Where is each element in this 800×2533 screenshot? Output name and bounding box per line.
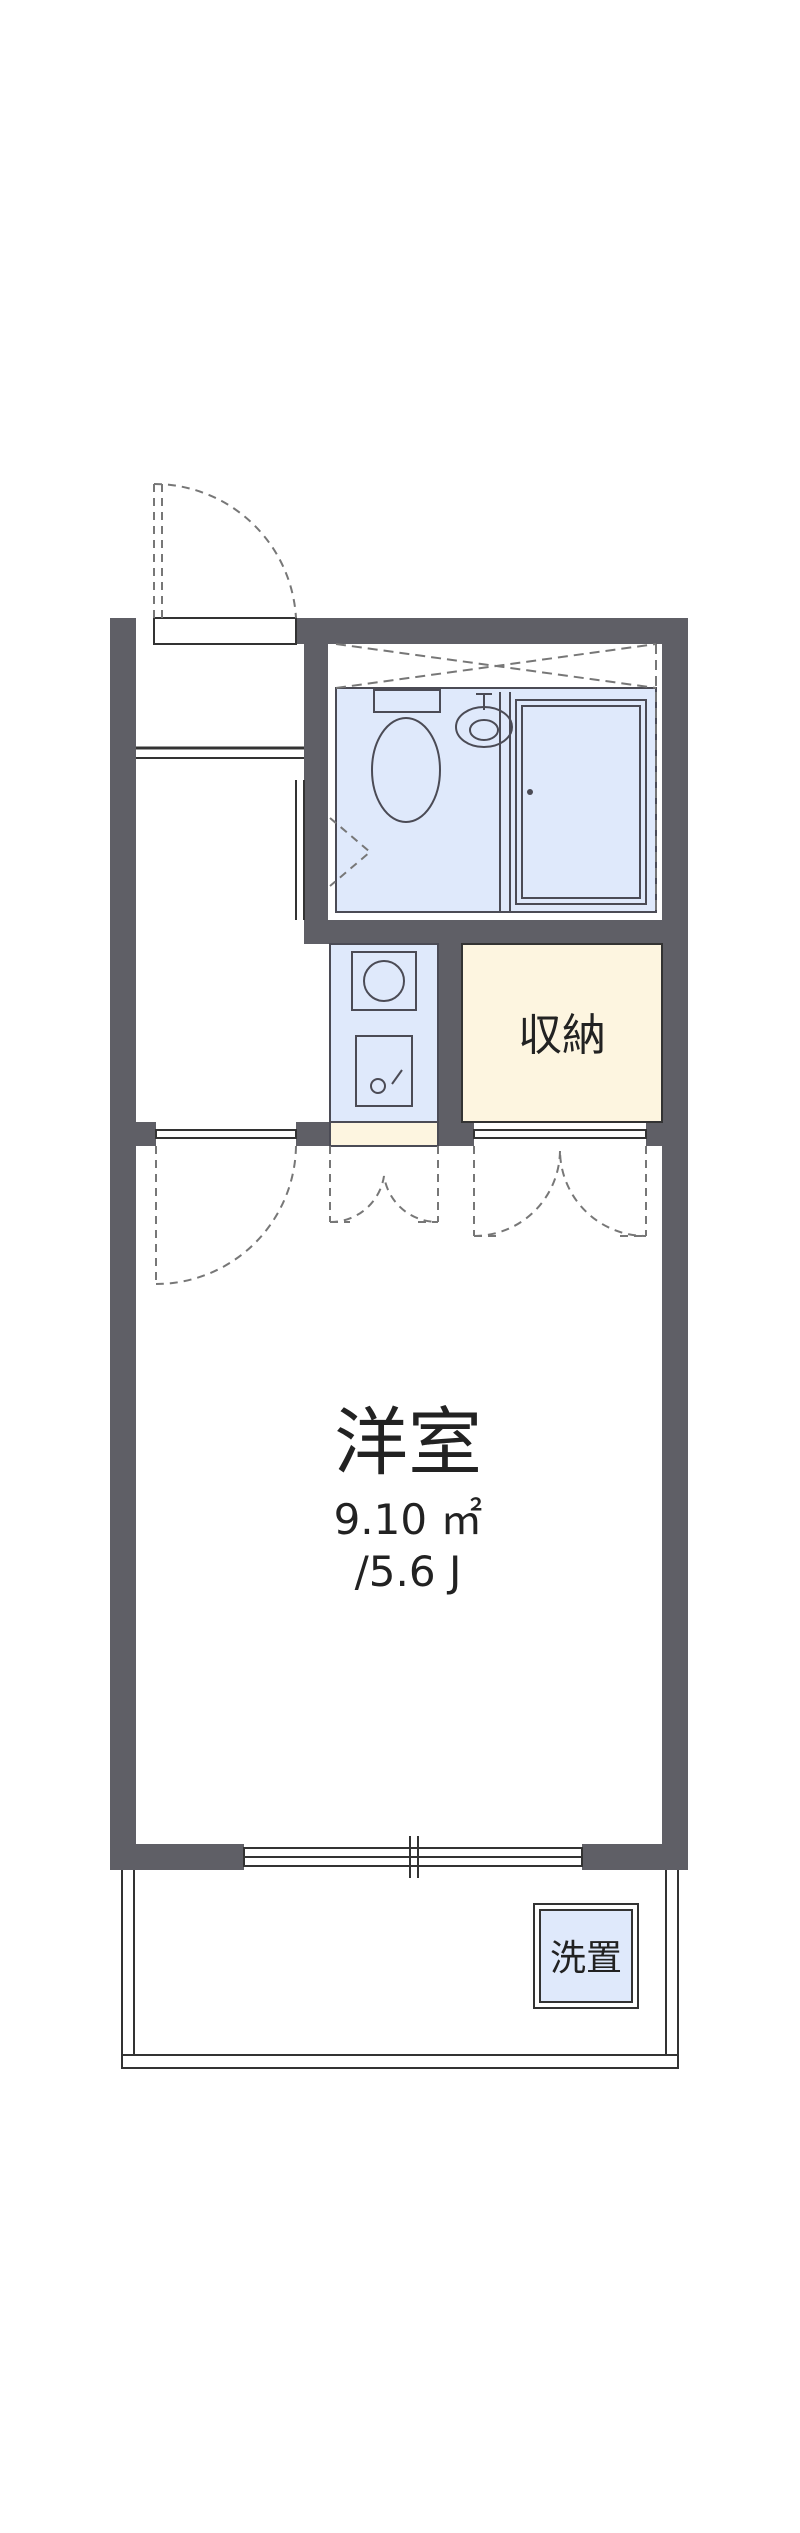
bathroom-door (329, 817, 372, 887)
balcony (121, 1868, 679, 2069)
outer-walls (110, 618, 688, 1870)
room-doors (155, 1129, 647, 1285)
western-room-label: 洋室 (334, 1400, 482, 1486)
bathtub-icon (515, 699, 647, 905)
washbasin-nook (329, 943, 439, 1147)
balcony-window (243, 1836, 583, 1878)
entry-corridor (136, 746, 305, 920)
basin-icon (355, 1035, 413, 1107)
western-room-area: 9.10 ㎡ (334, 1495, 483, 1544)
washing-machine-icon (351, 951, 417, 1011)
sink-icon (455, 693, 513, 748)
unit-bathroom (328, 643, 662, 920)
storage-closet (461, 943, 663, 1123)
storage-label: 収納 (518, 1010, 606, 1061)
interior-walls (136, 618, 688, 1146)
entrance-door (153, 482, 297, 645)
washer-spot (533, 1903, 639, 2009)
toilet-icon (371, 689, 441, 823)
washer-spot-label: 洗置 (550, 1938, 622, 1979)
western-room-tatami: /5.6 J (355, 1547, 462, 1596)
